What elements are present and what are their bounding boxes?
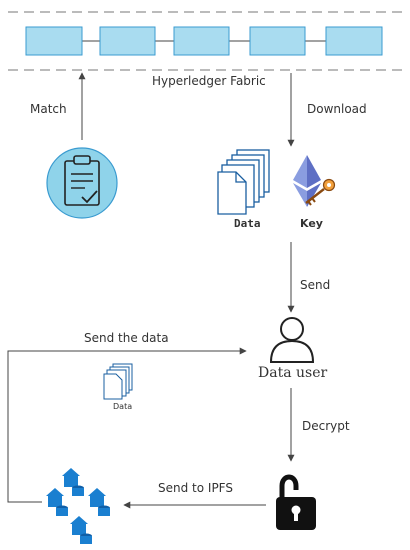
chain-block-2 — [99, 26, 156, 56]
chain-block-1 — [25, 26, 83, 56]
chain-block-3 — [173, 26, 230, 56]
send-label: Send — [300, 278, 331, 292]
database-cluster-icon — [46, 468, 110, 544]
user-icon — [269, 317, 315, 363]
data-label-small: Data — [113, 402, 133, 411]
small-document-stack-icon — [103, 363, 133, 400]
data-label-top: Data — [234, 217, 261, 230]
download-label: Download — [307, 102, 367, 116]
send-the-data-label: Send the data — [84, 331, 169, 345]
data-user-label: Data user — [258, 365, 328, 381]
document-stack-icon — [217, 149, 270, 215]
unlocked-padlock-icon — [276, 474, 316, 530]
send-the-data-arrow — [7, 347, 247, 503]
blockchain — [25, 26, 383, 56]
ethereum-icon — [293, 155, 321, 207]
chain-block-5 — [325, 26, 383, 56]
key-icon — [305, 178, 336, 206]
match-label: Match — [30, 102, 67, 116]
chain-label: Hyperledger Fabric — [152, 74, 266, 88]
chain-block-4 — [249, 26, 306, 56]
send-to-ipfs-label: Send to IPFS — [158, 481, 233, 495]
decrypt-label: Decrypt — [302, 419, 350, 433]
key-label: Key — [300, 217, 323, 230]
clipboard-check-icon — [46, 147, 118, 219]
